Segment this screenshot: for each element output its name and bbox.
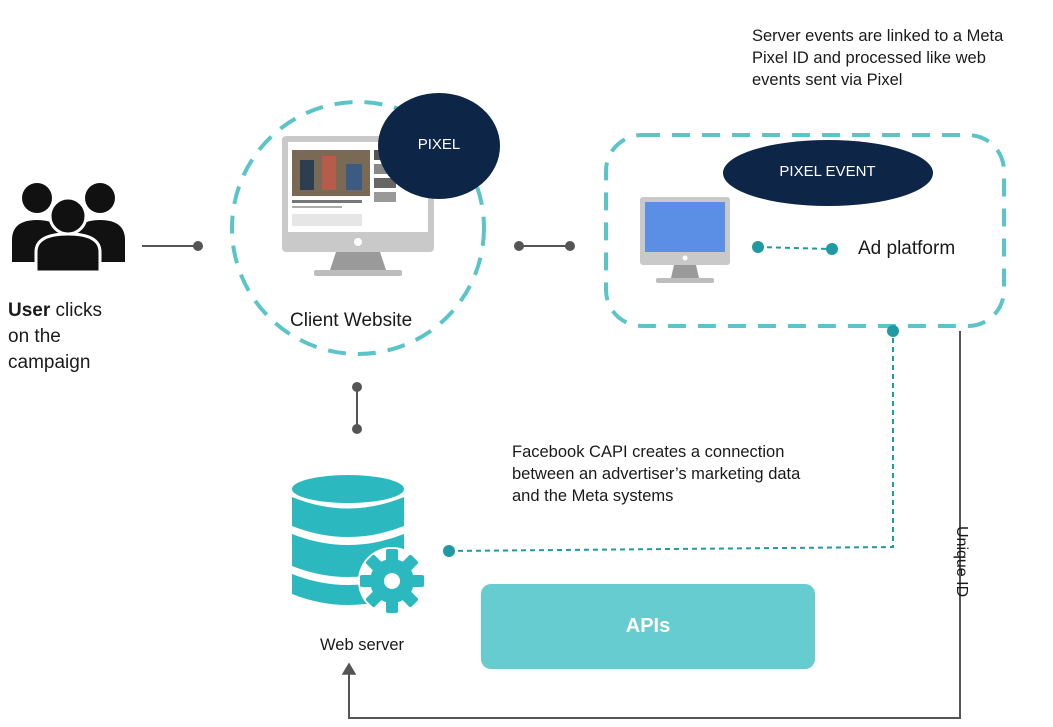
capi-connection [443, 325, 899, 557]
user-caption: User clicks on the campaign [8, 298, 102, 376]
user-caption-rest: clicks [50, 300, 102, 321]
pixel-event-label: PIXEL EVENT [779, 163, 876, 180]
pixel-event-badge [723, 140, 933, 206]
ad-platform-box [604, 133, 1006, 328]
unique-id-path [341, 331, 961, 719]
client-website-label: Client Website [290, 310, 413, 331]
capi-note: Facebook CAPI creates a connection betwe… [512, 443, 801, 505]
unique-id-label: Unique ID [953, 526, 970, 598]
web-server-label: Web server [320, 636, 405, 654]
server-events-note: Server events are linked to a Meta Pixel… [752, 27, 1004, 89]
client-website-ring [230, 100, 486, 356]
user-caption-line3: campaign [8, 352, 91, 373]
apis-label: APIs [625, 615, 671, 637]
ad-platform-link [752, 241, 838, 255]
user-group-icon [12, 183, 125, 274]
gear-icon [358, 547, 426, 615]
pixel-badge-label: PIXEL [417, 136, 461, 153]
apis-block [481, 584, 815, 669]
user-caption-bold: User [8, 300, 51, 321]
connector-user-website [142, 241, 203, 251]
user-caption-line2: on the [8, 326, 61, 347]
ad-platform-monitor-icon [640, 197, 730, 283]
connector-website-webserver [352, 382, 362, 434]
ad-platform-label: Ad platform [858, 238, 956, 259]
pixel-badge [378, 93, 500, 199]
connector-website-adplatform [514, 241, 575, 251]
